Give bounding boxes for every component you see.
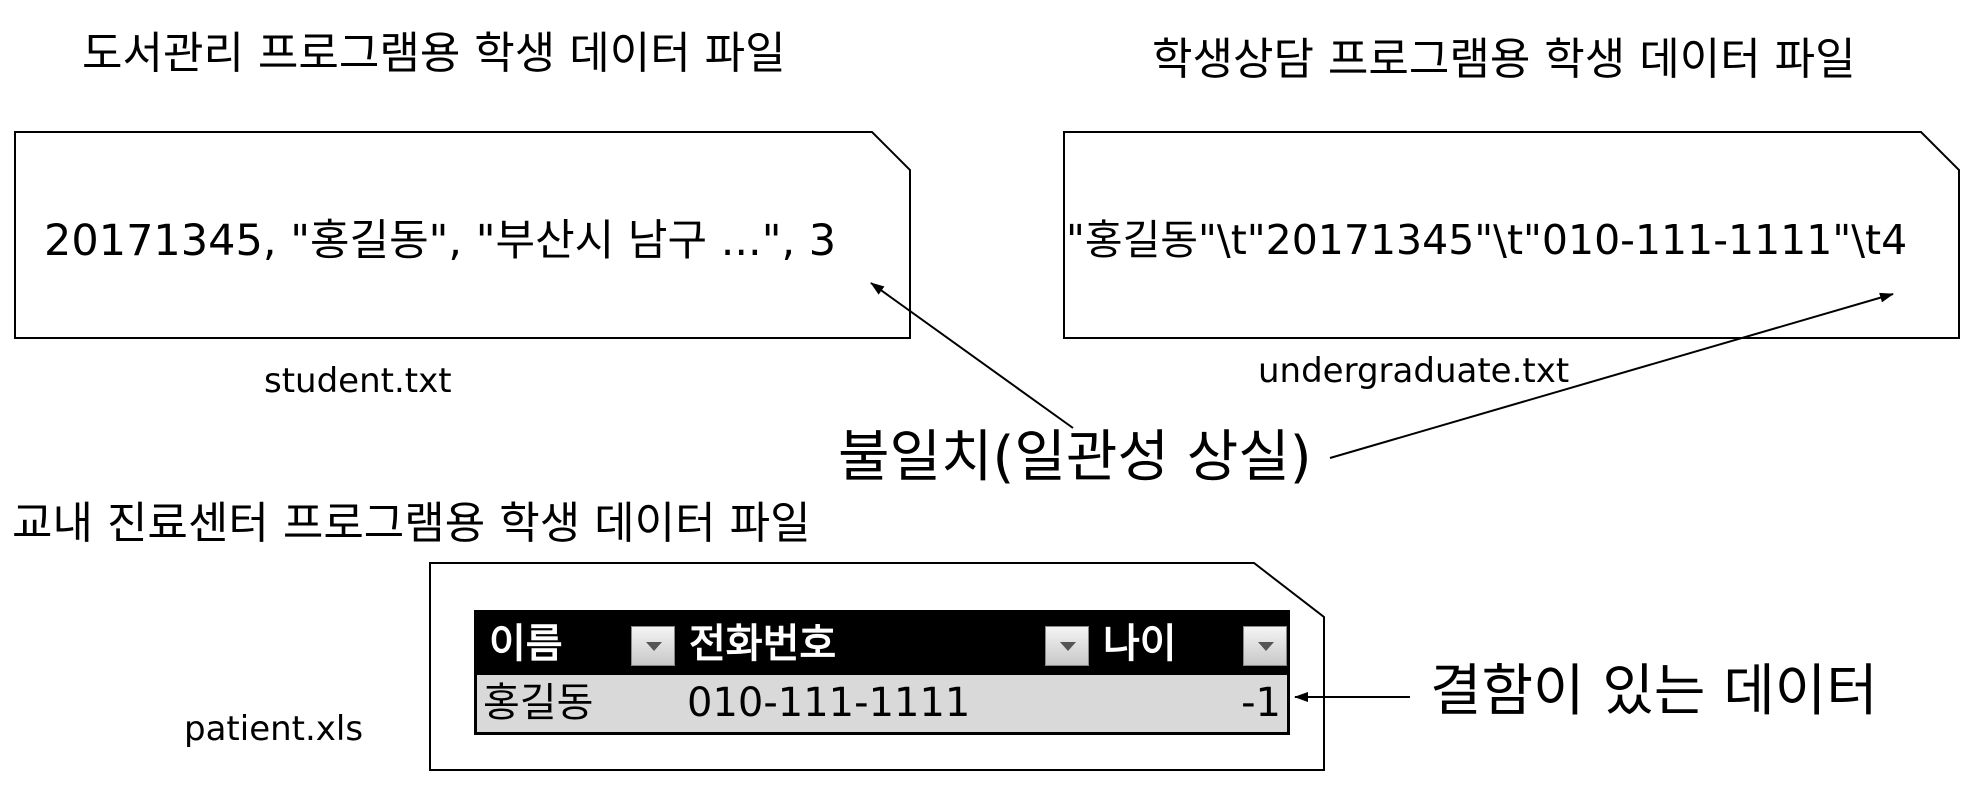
undergraduate-record: "홍길동"\t"20171345"\t"010-111-1111"\t4 [1066, 216, 1908, 264]
patient-file-heading: 교내 진료센터 프로그램용 학생 데이터 파일 [12, 498, 811, 549]
arrow-to-student-record [870, 282, 1074, 429]
inconsistency-label: 불일치(일관성 상실) [838, 425, 1312, 490]
undergraduate-filename: undergraduate.txt [1258, 351, 1570, 391]
cell-age[interactable]: -1 [1241, 680, 1281, 726]
cell-phone[interactable]: 010-111-1111 [687, 680, 971, 726]
column-header-phone: 전화번호 [689, 621, 837, 667]
column-header-age: 나이 [1103, 621, 1177, 667]
undergraduate-file-heading: 학생상담 프로그램용 학생 데이터 파일 [1152, 34, 1856, 85]
patient-table: 이름 전화번호 나이 홍길동 010-111-1111 -1 [474, 610, 1290, 735]
table-row: 홍길동 010-111-1111 -1 [477, 675, 1287, 732]
column-header-name: 이름 [489, 621, 563, 667]
filter-dropdown-icon[interactable] [1243, 626, 1287, 666]
filter-dropdown-icon[interactable] [631, 626, 675, 666]
student-record: 20171345, "홍길동", "부산시 남구 ...", 3 [44, 216, 837, 266]
filter-dropdown-icon[interactable] [1045, 626, 1089, 666]
defect-label: 결함이 있는 데이터 [1430, 659, 1878, 724]
cell-name[interactable]: 홍길동 [483, 680, 594, 726]
student-file-heading: 도서관리 프로그램용 학생 데이터 파일 [82, 28, 786, 79]
patient-table-header: 이름 전화번호 나이 [477, 613, 1287, 675]
student-filename: student.txt [264, 361, 452, 401]
patient-filename: patient.xls [184, 709, 364, 749]
